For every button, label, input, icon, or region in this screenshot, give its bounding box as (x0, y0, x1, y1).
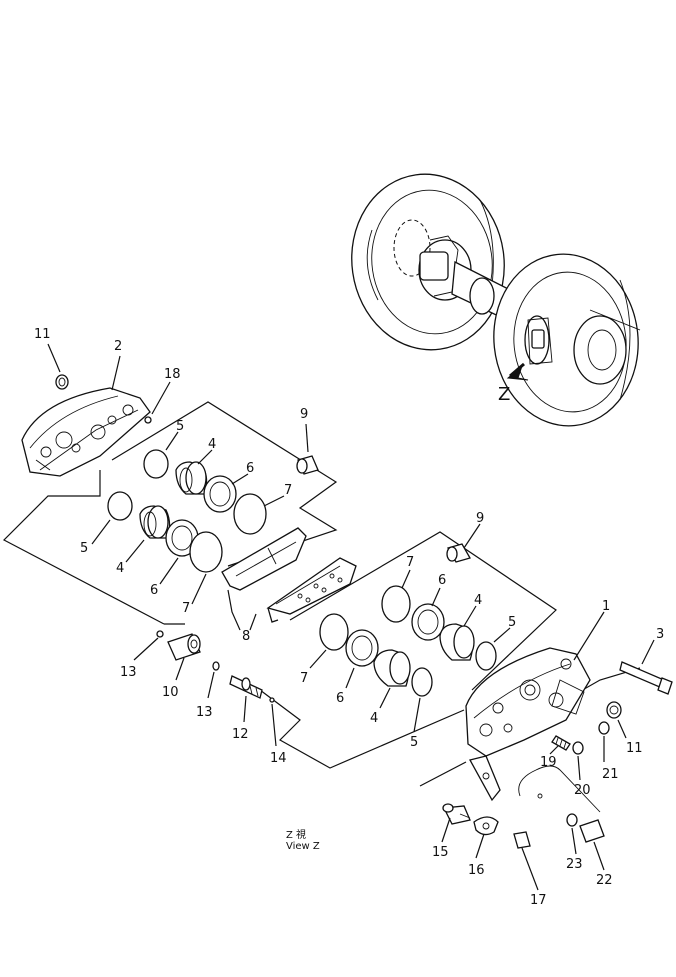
ring-13-upper (156, 630, 164, 638)
callout-20: 20 (574, 783, 591, 798)
callout-11-upper: 11 (34, 327, 51, 342)
callout-21: 21 (602, 767, 619, 782)
callout-5-left: 5 (80, 541, 88, 556)
caliper-body-1 (465, 647, 591, 802)
bleeder-screw-9-upper (296, 455, 319, 475)
callout-22: 22 (596, 873, 613, 888)
shim-7-left (189, 531, 223, 573)
washer-23 (566, 813, 578, 827)
leader-lines (47, 343, 655, 891)
view-z-caption: Z 視 View Z (286, 830, 320, 852)
callout-4-left: 4 (116, 561, 124, 576)
seal-ring-5-left (107, 491, 133, 521)
view-z-caption-line1: Z 視 (286, 830, 307, 841)
callout-9-lower: 9 (476, 511, 484, 526)
bleeder-screw-9-lower (446, 543, 471, 563)
callout-5-upper: 5 (176, 419, 184, 434)
callout-3: 3 (656, 627, 664, 642)
callout-4-upper: 4 (208, 437, 216, 452)
callout-23: 23 (566, 857, 583, 872)
piston-4-lower (373, 649, 411, 687)
callout-6-right: 6 (438, 573, 446, 588)
callout-7-lower: 7 (300, 671, 308, 686)
seal-ring-5-lower (411, 667, 433, 697)
callout-15: 15 (432, 845, 449, 860)
brake-line (518, 765, 601, 813)
ring-14 (269, 697, 275, 703)
dust-seal-6-upper (203, 475, 237, 513)
nut-20 (572, 741, 584, 755)
callout-13-lower: 13 (196, 705, 213, 720)
dust-seal-6-lower (345, 629, 379, 667)
group-outline-upper (2, 401, 338, 631)
piston-4-right (439, 623, 475, 661)
callout-17: 17 (530, 893, 547, 908)
callout-7-right: 7 (406, 555, 414, 570)
callout-6-left: 6 (150, 583, 158, 598)
callout-labels: 11 2 18 9 5 4 6 7 5 4 6 7 9 7 6 4 5 1 3 … (34, 327, 664, 908)
callout-6-lower: 6 (336, 691, 344, 706)
piston-4-upper (175, 461, 208, 495)
callout-12: 12 (232, 727, 249, 742)
callout-1: 1 (602, 599, 610, 614)
callout-7-left: 7 (182, 601, 190, 616)
callout-10: 10 (162, 685, 179, 700)
view-z-caption-line2: View Z (286, 841, 320, 852)
callout-5-right: 5 (508, 615, 516, 630)
callout-13-upper: 13 (120, 665, 137, 680)
callout-8: 8 (242, 629, 250, 644)
callout-9-upper: 9 (300, 407, 308, 422)
callout-14: 14 (270, 751, 287, 766)
seal-ring-5-right (475, 641, 497, 671)
bolt-3 (619, 661, 673, 695)
bolt-22 (579, 819, 605, 843)
snap-ring-11-lower (606, 701, 622, 719)
callout-2: 2 (114, 339, 122, 354)
brake-pad-8-upper (221, 527, 307, 591)
callout-4-lower: 4 (370, 711, 378, 726)
adapter-15 (442, 803, 471, 825)
shim-7-upper (233, 493, 267, 535)
bushing-10 (167, 633, 201, 661)
callout-19: 19 (540, 755, 557, 770)
piston-4-left (139, 505, 171, 539)
axle-overview-illustration (351, 173, 641, 427)
brake-pad-8-lower (266, 557, 357, 623)
ring-13-lower (212, 661, 220, 671)
callout-11-lower: 11 (626, 741, 643, 756)
callout-5-lower: 5 (410, 735, 418, 750)
pin-12 (229, 675, 263, 699)
fitting-18 (144, 416, 152, 424)
caliper-body-2 (21, 387, 151, 477)
callout-16: 16 (468, 863, 485, 878)
stud-19 (551, 735, 571, 751)
bolt-17 (513, 831, 531, 849)
shim-7-right (381, 585, 411, 623)
shim-7-lower (319, 613, 349, 651)
plug-21 (598, 721, 610, 735)
callout-18: 18 (164, 367, 181, 382)
callout-6-upper: 6 (246, 461, 254, 476)
callout-7-upper: 7 (284, 483, 292, 498)
snap-ring-11-upper (55, 374, 69, 390)
view-z-letter: Z (498, 384, 510, 405)
bracket-16 (473, 816, 499, 836)
dust-seal-6-right (411, 603, 445, 641)
callout-4-right: 4 (474, 593, 482, 608)
seal-ring-5-upper (143, 449, 169, 479)
